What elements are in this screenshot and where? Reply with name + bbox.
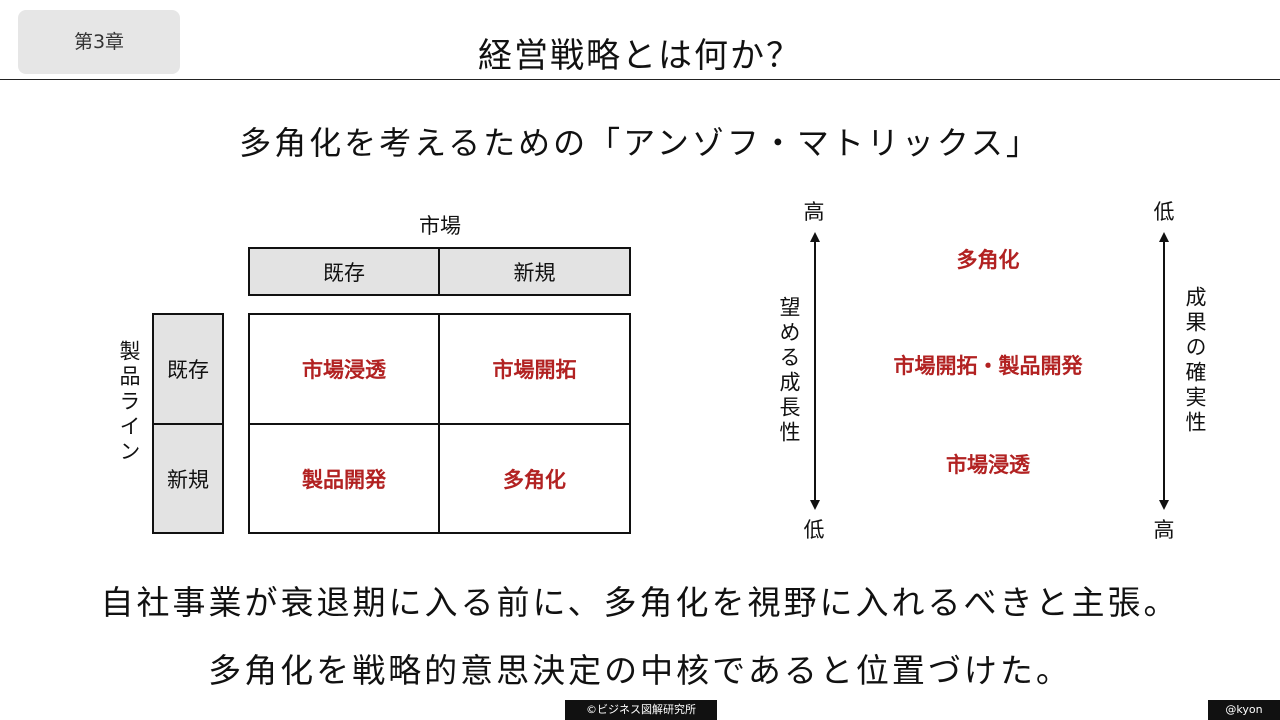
cell-market-development: 市場開拓 [438,313,631,425]
cell-diversification: 多角化 [438,423,631,534]
product-axis-label: 製品ライン [117,340,141,465]
certainty-axis-line [1163,240,1165,502]
body-text-line-1: 自社事業が衰退期に入る前に、多角化を視野に入れるべきと主張。 [100,583,1180,622]
arrow-up-icon [810,232,820,242]
cell-product-development: 製品開発 [248,423,440,534]
row-header-new: 新規 [152,423,224,534]
certainty-top-label: 低 [1153,200,1175,224]
arrow-down-icon [1159,500,1169,510]
footer-author: @kyon [1208,700,1280,720]
slide-subtitle: 多角化を考えるための「アンゾフ・マトリックス」 [239,124,1041,162]
growth-top-label: 高 [803,200,825,224]
cell-market-penetration: 市場浸透 [248,313,440,425]
body-text-line-2: 多角化を戦略的意思決定の中核であると位置づけた。 [208,651,1072,690]
certainty-bottom-label: 高 [1153,518,1175,542]
column-header-existing: 既存 [248,247,440,296]
chapter-badge: 第3章 [18,10,180,74]
page-title: 経営戦略とは何か？ [478,36,802,76]
scale-item-penetration: 市場浸透 [946,453,1030,477]
scale-item-development: 市場開拓・製品開発 [893,354,1083,378]
growth-axis-label: 望める成長性 [777,296,801,446]
column-header-new: 新規 [438,247,631,296]
market-axis-label: 市場 [419,214,461,238]
footer-credit: ©ビジネス図解研究所 [565,700,717,720]
header-divider [0,79,1280,80]
growth-bottom-label: 低 [803,518,825,542]
arrow-up-icon [1159,232,1169,242]
certainty-axis-label: 成果の確実性 [1183,286,1207,436]
scale-item-diversification: 多角化 [956,248,1020,272]
arrow-down-icon [810,500,820,510]
row-header-existing: 既存 [152,313,224,425]
growth-axis-line [814,240,816,502]
